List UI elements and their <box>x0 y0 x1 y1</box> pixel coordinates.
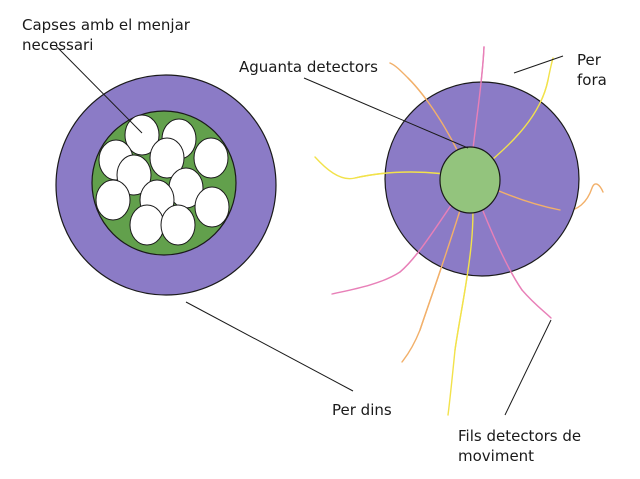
capsule <box>193 137 229 179</box>
capsule <box>95 179 131 221</box>
label-per-fora-line2: fora <box>577 71 607 89</box>
capsules-group <box>95 114 230 246</box>
detector-holder <box>439 146 501 214</box>
label-capsules-line1: Capses amb el menjar <box>22 16 190 34</box>
capsule <box>194 186 230 228</box>
per-dins-pointer-line <box>185 301 354 392</box>
label-fils-line1: Fils detectors de <box>458 427 582 445</box>
label-per-fora-line1: Per <box>577 51 601 69</box>
label-capsules-line2: necessari <box>22 36 94 54</box>
capsule <box>129 204 165 246</box>
capsule <box>149 137 185 179</box>
outside-view <box>303 46 604 416</box>
label-aguanta-detectors: Aguanta detectors <box>239 58 378 76</box>
label-fils-line2: moviment <box>458 447 535 465</box>
capsule <box>116 154 152 196</box>
capsules-pointer-line <box>55 45 143 134</box>
capsule <box>160 204 196 246</box>
per-fora-pointer-line <box>513 55 564 74</box>
aguanta-pointer-line <box>303 77 469 149</box>
fils-pointer-line <box>504 319 552 416</box>
label-per-dins: Per dins <box>332 401 392 419</box>
inside-view <box>55 45 354 392</box>
